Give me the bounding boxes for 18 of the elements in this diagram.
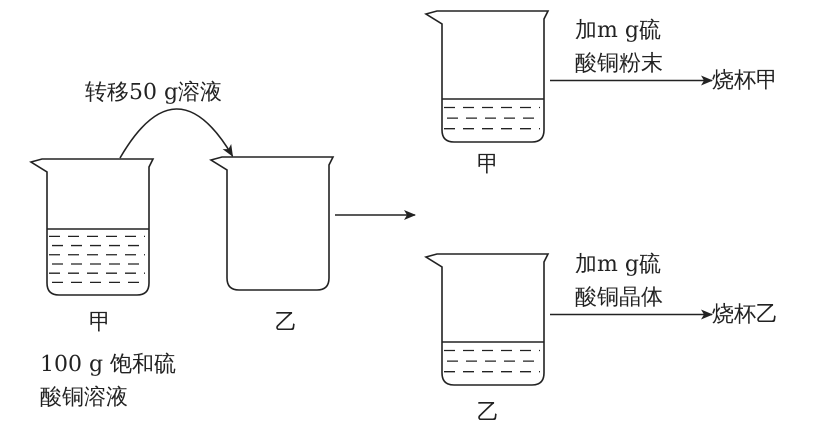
beaker-label: 甲 (476, 151, 500, 179)
beaker-label: 甲 (88, 309, 112, 337)
result-label: 烧杯甲 (712, 68, 778, 93)
beaker-drawing (30, 158, 155, 296)
edge-label: 加m g硫酸铜粉末 (575, 17, 664, 78)
edge-label: 加m g硫酸铜晶体 (575, 251, 664, 312)
arrow (335, 210, 416, 220)
result-label: 烧杯乙 (712, 302, 778, 327)
arrow (550, 76, 713, 86)
arrow (119, 108, 234, 158)
beaker-drawing (425, 10, 550, 143)
beaker-drawing (425, 253, 550, 386)
beaker-label: 乙 (274, 309, 298, 337)
beaker-drawing (210, 156, 335, 291)
arrow (550, 310, 713, 320)
beaker-label: 乙 (476, 399, 500, 427)
beaker-label: 100 g 饱和硫酸铜溶液 (40, 351, 178, 412)
edge-label: 转移50 g溶液 (85, 79, 224, 107)
